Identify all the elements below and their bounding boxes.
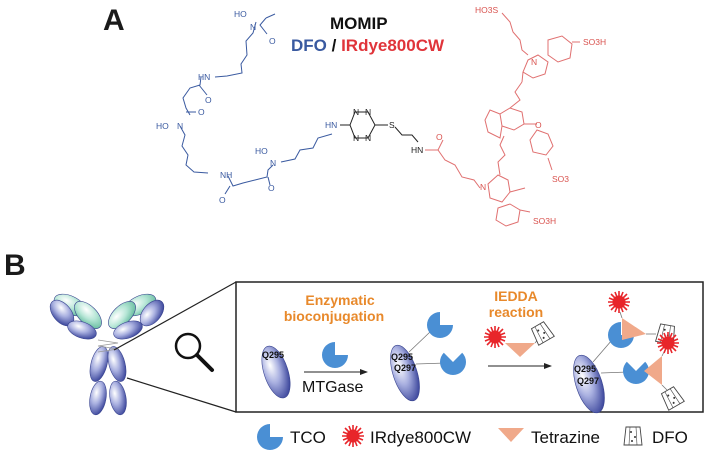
linker-atoms: N N N N S HN	[353, 107, 423, 155]
magnifier-icon	[174, 332, 214, 372]
tetrazine-linker	[340, 111, 419, 143]
zoom-line-bottom	[126, 377, 237, 413]
svg-text:O: O	[198, 107, 205, 117]
svg-text:O: O	[219, 195, 226, 205]
svg-text:N: N	[270, 158, 276, 168]
dfo-atoms: HO N O HN O O HO N NH O HO N O HN	[156, 9, 337, 205]
site-label-q295: Q295	[262, 350, 284, 360]
svg-text:N: N	[480, 182, 486, 192]
svg-text:O: O	[535, 120, 542, 130]
tetrazine-product-icon	[644, 356, 662, 385]
irdye-product-icon	[656, 331, 680, 355]
svg-text:HO3S: HO3S	[475, 5, 498, 15]
linker-line	[408, 331, 431, 353]
svg-text:S: S	[389, 120, 395, 130]
momip-title: MOMIP	[330, 14, 388, 33]
irdye-structure	[425, 12, 580, 227]
svg-text:Tetrazine: Tetrazine	[531, 428, 600, 447]
svg-text:SO3H: SO3H	[583, 37, 606, 47]
svg-text:O: O	[205, 95, 212, 105]
svg-text:DFO: DFO	[652, 428, 688, 447]
svg-text:N: N	[353, 107, 359, 117]
irdye-icon	[341, 424, 365, 448]
fc-domain-product	[573, 354, 605, 414]
step2-title-line1: IEDDA	[494, 288, 538, 304]
irdye-reagent-icon	[483, 325, 507, 349]
svg-text:O: O	[436, 132, 443, 142]
irdye-product-icon	[607, 290, 631, 314]
svg-text:TCO: TCO	[290, 428, 326, 447]
dfo-icon	[623, 426, 643, 446]
svg-text:HO: HO	[156, 121, 169, 131]
zoom-line-top	[113, 281, 237, 351]
step1-title-line1: Enzymatic	[305, 292, 374, 308]
svg-text:N: N	[353, 133, 359, 143]
step1-title-line2: bioconjugation	[284, 308, 384, 324]
svg-text:SO3: SO3	[552, 174, 569, 184]
tco-icon	[257, 424, 283, 450]
legend-item-tco: TCO	[257, 424, 326, 450]
irdye-atoms: HO3S SO3H N O SO3 O N SO3H	[436, 5, 606, 226]
svg-text:HN: HN	[325, 120, 337, 130]
legend-item-irdye: IRdye800CW	[341, 424, 471, 448]
fc-domain-tco	[390, 344, 420, 402]
svg-text:NH: NH	[220, 170, 232, 180]
hinge-disulfide	[97, 339, 119, 353]
legend-item-dfo: DFO	[623, 426, 688, 447]
site-label-q297-b: Q297	[394, 363, 416, 373]
subtitle-separator: /	[327, 36, 341, 55]
svg-text:N: N	[177, 121, 183, 131]
enzyme-label: MTGase	[302, 379, 363, 396]
tetrazine-product-icon	[622, 318, 646, 340]
antibody-diagram	[49, 293, 165, 416]
fc-domain-initial	[261, 345, 291, 399]
svg-text:HO: HO	[255, 146, 268, 156]
site-label-q297-c: Q297	[577, 376, 599, 386]
svg-text:SO3H: SO3H	[533, 216, 556, 226]
svg-text:HN: HN	[411, 145, 423, 155]
site-label-q295-c: Q295	[574, 364, 596, 374]
tetrazine-reagent-icon	[505, 343, 535, 357]
tetrazine-icon	[498, 428, 524, 442]
svg-text:IRdye800CW: IRdye800CW	[370, 428, 471, 447]
panel-a-label: A	[103, 4, 125, 37]
svg-text:N: N	[250, 22, 256, 32]
svg-text:N: N	[365, 107, 371, 117]
legend-item-tetrazine: Tetrazine	[498, 428, 600, 447]
svg-text:HO: HO	[234, 9, 247, 19]
panel-b-label: B	[4, 249, 26, 282]
svg-text:N: N	[365, 133, 371, 143]
dfo-structure	[179, 13, 333, 195]
svg-text:O: O	[269, 36, 276, 46]
legend: TCO IRdye800CW Tetrazine DFO	[257, 424, 688, 450]
site-label-q295-b: Q295	[391, 352, 413, 362]
dfo-subtitle: DFO	[291, 36, 327, 55]
svg-text:O: O	[268, 183, 275, 193]
svg-text:N: N	[531, 57, 537, 67]
chem-subtitle: DFO / IRdye800CW	[291, 36, 445, 55]
step2-title-line2: reaction	[489, 304, 543, 320]
irdye-subtitle: IRdye800CW	[341, 36, 445, 55]
svg-text:HN: HN	[198, 72, 210, 82]
